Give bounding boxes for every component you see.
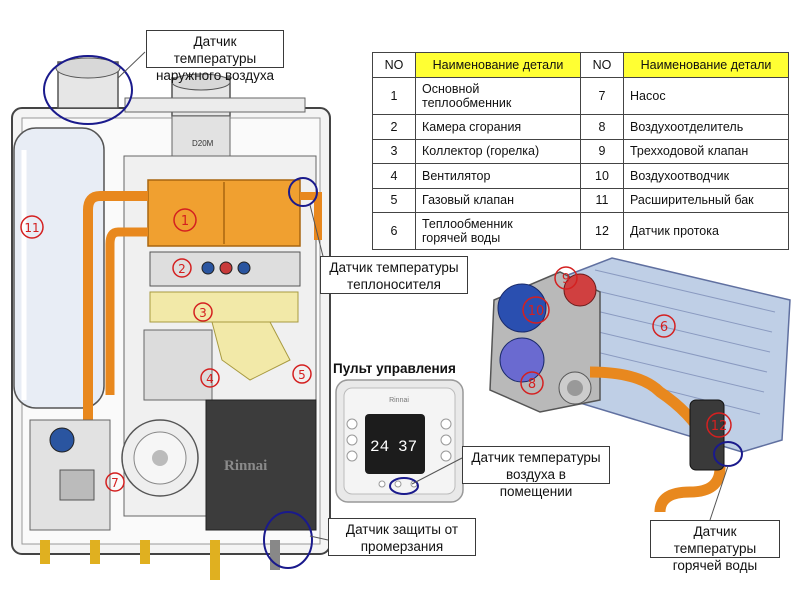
part-name-cell: Теплообменник горячей воды <box>415 212 581 250</box>
part-number-cell: 3 <box>372 138 416 164</box>
svg-text:8: 8 <box>528 377 536 392</box>
part-name-cell: Трехходовой клапан <box>623 138 789 164</box>
marker-1: 1 <box>173 208 197 232</box>
svg-text:10: 10 <box>528 304 545 319</box>
svg-text:1: 1 <box>181 214 189 229</box>
marker-8: 8 <box>520 371 544 395</box>
part-number-cell: 10 <box>580 163 624 189</box>
marker-9: 9 <box>554 266 578 290</box>
marker-5: 5 <box>292 364 312 384</box>
part-number-cell: 8 <box>580 114 624 140</box>
hydraulic-block: 6 8 9 10 12 <box>489 257 791 513</box>
marker-10: 10 <box>522 296 550 324</box>
col-name-left: Наименование детали <box>415 52 581 78</box>
svg-text:4: 4 <box>206 372 214 386</box>
boiler-brand: Rinnai <box>224 458 267 474</box>
control-panel-display <box>365 414 425 474</box>
pipe-right <box>300 192 322 240</box>
marker-2: 2 <box>172 258 192 278</box>
control-box <box>205 399 317 531</box>
part-number-cell: 1 <box>372 77 416 115</box>
marker-4: 4 <box>200 368 220 388</box>
svg-text:5: 5 <box>298 368 306 382</box>
marker-7: 7 <box>105 472 125 492</box>
part-number-cell: 7 <box>580 77 624 115</box>
marker-3: 3 <box>193 302 213 322</box>
part-number-cell: 2 <box>372 114 416 140</box>
svg-text:7: 7 <box>111 476 119 490</box>
part-number-cell: 12 <box>580 212 624 250</box>
frost-sensor-label: Датчик защиты от промерзания <box>328 518 476 556</box>
part-number-cell: 6 <box>372 212 416 250</box>
hot-water-heat-exchanger <box>567 257 791 453</box>
expansion-tank <box>13 127 105 409</box>
svg-text:2: 2 <box>178 262 186 276</box>
control-panel-title: Пульт управления <box>333 361 456 376</box>
outdoor-air-sensor-label: Датчик температуры наружного воздуха <box>146 30 284 83</box>
part-name-cell: Газовый клапан <box>415 187 581 213</box>
svg-text:3: 3 <box>199 306 207 320</box>
display-left: 24 <box>370 438 389 456</box>
parts-table: NO Наименование детали NO Наименование д… <box>372 52 789 250</box>
model-tag: D20M <box>192 139 214 148</box>
marker-12: 12 <box>706 412 732 438</box>
part-name-cell: Расширительный бак <box>623 187 789 213</box>
flow-sensor <box>689 399 725 471</box>
burner-manifold <box>149 291 299 323</box>
col-no-left: NO <box>372 52 416 78</box>
part-number-cell: 5 <box>372 187 416 213</box>
coolant-sensor-circle <box>288 177 318 207</box>
marker-6: 6 <box>652 314 676 338</box>
part-name-cell: Камера сгорания <box>415 114 581 140</box>
part-number-cell: 11 <box>580 187 624 213</box>
control-panel-buttons <box>346 418 452 488</box>
outdoor-air-sensor-circle <box>43 55 133 125</box>
part-name-cell: Воздухоотделитель <box>623 114 789 140</box>
frost-sensor-circle <box>263 511 313 569</box>
part-number-cell: 4 <box>372 163 416 189</box>
col-name-right: Наименование детали <box>623 52 789 78</box>
fan <box>143 329 213 401</box>
coolant-sensor-label: Датчик температуры теплоносителя <box>320 256 468 294</box>
part-name-cell: Вентилятор <box>415 163 581 189</box>
svg-text:12: 12 <box>711 419 728 434</box>
room-air-sensor-label: Датчик температуры воздуха в помещении <box>462 446 610 499</box>
part-number-cell: 9 <box>580 138 624 164</box>
display-right: 37 <box>398 438 417 456</box>
marker-11: 11 <box>20 215 44 239</box>
boiler-unit: D20M Rinnai <box>11 55 331 580</box>
svg-text:11: 11 <box>24 221 39 235</box>
part-name-cell: Воздухоотводчик <box>623 163 789 189</box>
svg-text:6: 6 <box>660 320 668 335</box>
svg-text:9: 9 <box>562 272 570 287</box>
part-name-cell: Датчик протока <box>623 212 789 250</box>
part-name-cell: Насос <box>623 77 789 115</box>
control-panel: Rinnai 24 37 <box>335 379 464 503</box>
room-air-sensor-circle <box>389 477 419 495</box>
col-no-right: NO <box>580 52 624 78</box>
part-name-cell: Основной теплообменник <box>415 77 581 115</box>
pipe-left-vertical <box>83 191 148 430</box>
bottom-connectors <box>40 540 280 580</box>
control-panel-brand: Rinnai <box>389 397 409 404</box>
hot-water-sensor-label: Датчик температуры горячей воды <box>650 520 780 573</box>
part-name-cell: Коллектор (горелка) <box>415 138 581 164</box>
